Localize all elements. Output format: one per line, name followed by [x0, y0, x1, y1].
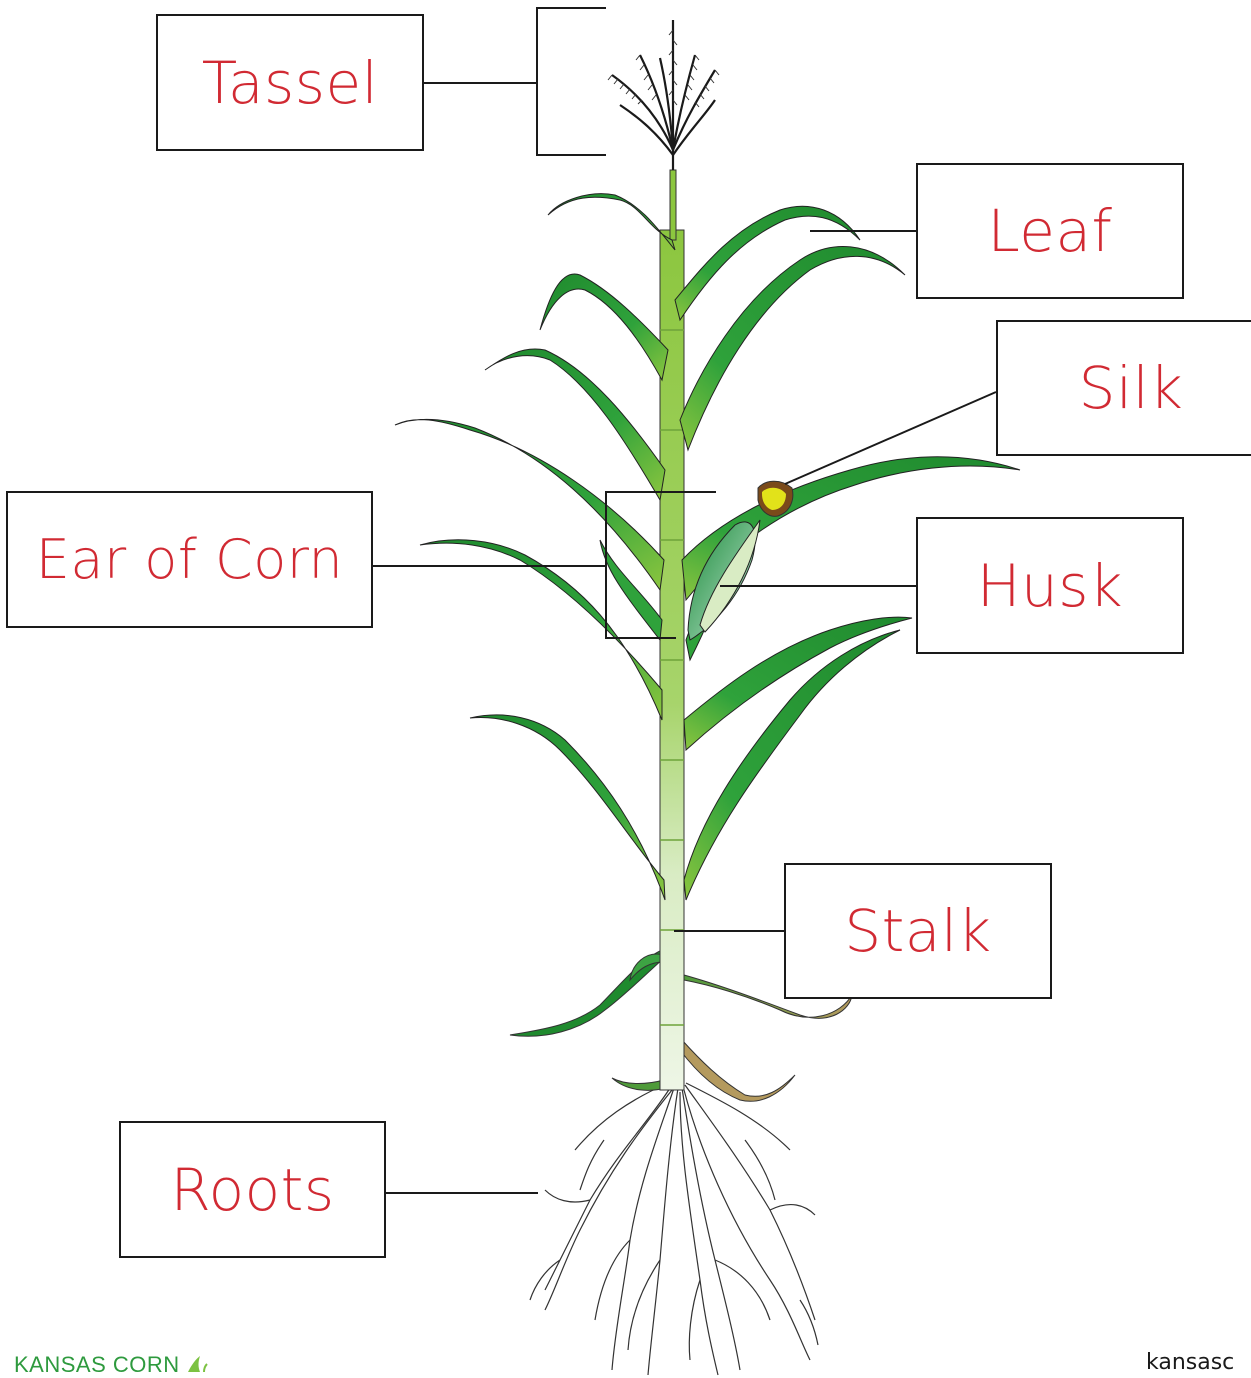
stalk-label: Stalk [844, 897, 991, 965]
tassel-illustration [608, 20, 719, 170]
stalk-label-box: Stalk [784, 863, 1052, 999]
roots-label-box: Roots [119, 1121, 386, 1258]
left-leaves [395, 194, 675, 900]
husk-label: Husk [977, 552, 1123, 620]
husk-illustration [688, 520, 760, 640]
ear-of-corn-label-box: Ear of Corn [6, 491, 373, 628]
corn-leaf-logo-icon [186, 1354, 210, 1374]
leaf-label: Leaf [988, 197, 1113, 265]
roots-illustration [530, 1083, 818, 1375]
husk-label-box: Husk [916, 517, 1184, 654]
tassel-bracket [537, 8, 606, 155]
ear-of-corn-label: Ear of Corn [36, 528, 344, 591]
silk-label: Silk [1079, 354, 1184, 422]
kansas-corn-logo: KANSAS CORN [14, 1352, 210, 1378]
tassel-label: Tassel [202, 49, 379, 117]
kansas-corn-logo-text: KANSAS CORN [14, 1352, 180, 1377]
website-url: kansasc [1146, 1350, 1234, 1375]
leaf-label-box: Leaf [916, 163, 1184, 299]
roots-label: Roots [170, 1156, 334, 1224]
tassel-label-box: Tassel [156, 14, 424, 151]
silk-label-box: Silk [996, 320, 1251, 456]
